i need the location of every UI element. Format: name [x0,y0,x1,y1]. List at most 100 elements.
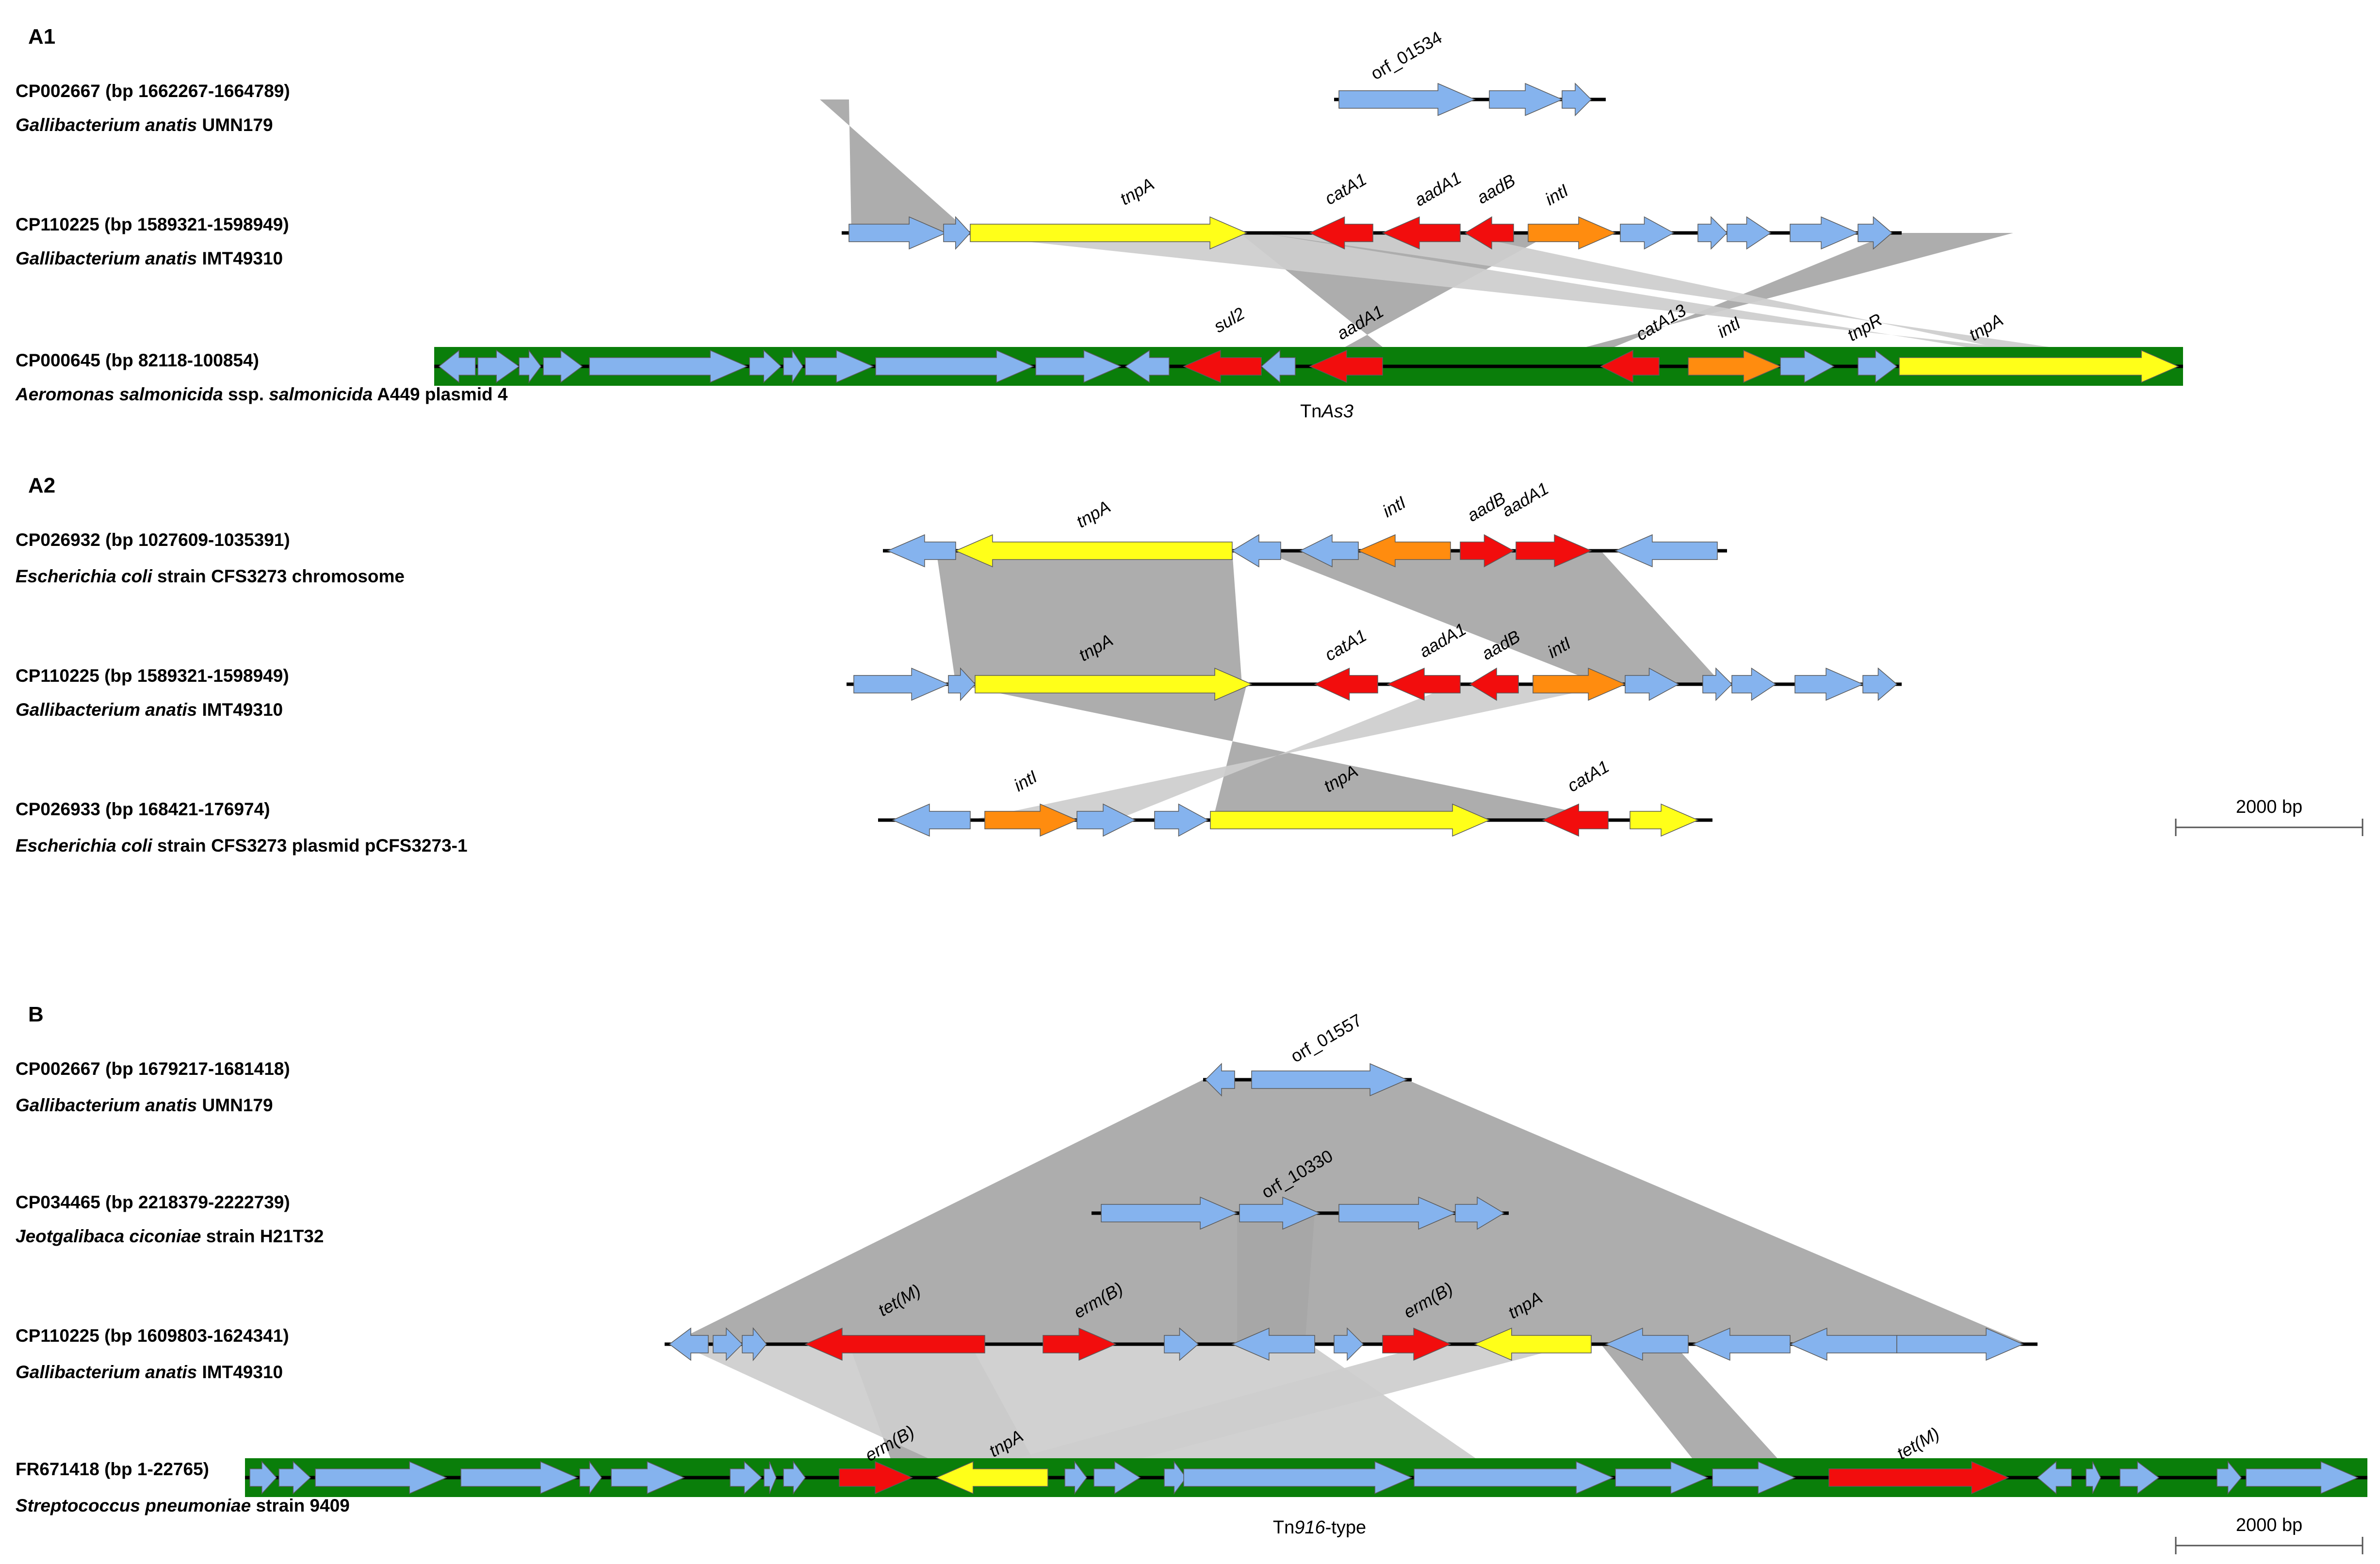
gene-arrow [1688,349,1781,383]
gene-arrow [984,803,1078,837]
gene-arrow [804,1327,985,1361]
panel-label-a2: A2 [28,474,55,497]
gene-arrow [1414,1461,1614,1495]
track-organism: Streptococcus pneumoniae strain 9409 [16,1496,350,1515]
gene-label: orf_01534 [1367,27,1445,84]
gene-arrow [1625,667,1679,701]
track-a1-1 [1334,82,1606,116]
gene-arrow [730,1461,763,1495]
gene-arrow [970,216,1248,250]
transposon-label: Tn916-type [1273,1517,1366,1538]
track-accession: CP110225 (bp 1609803-1624341) [16,1326,289,1346]
gene-label: aadA1 [1416,619,1469,661]
panel-label-b: B [28,1003,44,1026]
organism-part: Gallibacterium anatis [16,248,197,268]
gene-arrow [955,534,1233,568]
organism-part: IMT49310 [197,248,283,268]
gene-arrow [1516,534,1592,568]
gene-arrow [1043,1327,1117,1361]
gene-arrow [749,349,782,383]
gene-arrow [1727,216,1772,250]
gene-arrow [1076,803,1136,837]
gene-arrow [1455,1196,1505,1230]
gene-arrow [438,349,476,383]
gene-arrow [589,349,748,383]
gene-arrow [1731,667,1777,701]
scale-bar: 2000 bp [2175,1515,2364,1554]
track-accession: CP002667 (bp 1662267-1664789) [16,81,290,101]
track-organism: Gallibacterium anatis UMN179 [16,1095,273,1115]
organism-part: Aeromonas salmonicida [15,384,223,404]
gene-label: tnpR [1844,309,1886,345]
transposon-label-part: 916 [1294,1517,1325,1538]
transposon-label-part: Tn [1273,1517,1294,1538]
track-organism: Gallibacterium anatis IMT49310 [16,248,283,268]
track-b-3 [665,1327,2038,1362]
gene-arrow [668,1327,709,1361]
organism-part: Gallibacterium anatis [16,1362,197,1382]
gene-arrow [783,349,803,384]
gene-arrow [1183,1461,1413,1495]
homology-link [970,684,1615,820]
gene-label: catA1 [1564,756,1613,796]
track-organism: Gallibacterium anatis UMN179 [16,115,273,135]
gene-label: catA1 [1321,625,1370,665]
gene-arrow [935,1461,1048,1495]
homology-link [1601,1344,1795,1478]
gene-arrow [1620,216,1675,250]
track-accession: CP026932 (bp 1027609-1035391) [16,530,290,550]
track-accession: CP000645 (bp 82118-100854) [16,350,259,370]
gene-arrow [579,1460,602,1495]
organism-part: strain 9409 [251,1496,350,1515]
track-organism: Jeotgalibaca ciconiae strain H21T32 [16,1226,324,1246]
gene-arrow [1780,349,1835,383]
gene-arrow [1562,82,1592,116]
gene-arrow [1605,1327,1689,1361]
gene-arrow [839,1461,913,1495]
gene-arrow [1474,1327,1592,1361]
track-organism: Escherichia coli strain CFS3273 plasmid … [16,836,468,856]
gene-arrow [742,1327,767,1362]
gene-arrow [1460,534,1515,568]
gene-arrow [1309,216,1373,250]
scale-bar-label: 2000 bp [2236,797,2302,817]
gene-label: sul2 [1210,303,1248,337]
track-organism: Gallibacterium anatis IMT49310 [16,700,283,720]
gene-arrow [892,803,971,837]
organism-part: Gallibacterium anatis [16,115,197,135]
track-accession: CP026933 (bp 168421-176974) [16,799,270,819]
gene-arrow [1469,667,1519,701]
homology-link [1261,233,2183,366]
gene-arrow [1828,1461,2009,1495]
gene-arrow [1183,349,1262,383]
organism-part: Gallibacterium anatis [16,700,197,720]
gene-arrow [764,1461,777,1494]
gene-arrow [1697,216,1728,250]
scale-bars: 2000 bp 2000 bp [2175,797,2364,1554]
transposon-label-part: Tn [1300,401,1321,422]
gene-arrow [1231,534,1281,568]
gene-arrow [1231,1327,1315,1361]
track-a2-3 [878,803,1712,837]
track-b-2 [1092,1196,1509,1230]
gene-arrow [975,667,1253,701]
homology-links [669,99,2183,1478]
panel-label-a1: A1 [28,25,55,49]
gene-arrow [2037,1461,2072,1495]
gene-arrow [1064,1460,1087,1495]
gene-arrow [1251,1063,1408,1097]
track-b-4 [245,1458,2367,1497]
scale-bar-label: 2000 bp [2236,1515,2302,1535]
gene-label: intI [1542,180,1572,209]
track-a1-3 [434,347,2183,386]
gene-arrow [1239,1196,1320,1230]
gene-arrow [1489,82,1563,116]
track-organism: Aeromonas salmonicida ssp. salmonicida A… [15,384,508,404]
track-accession: CP002667 (bp 1679217-1681418) [16,1059,290,1079]
gene-arrow [1896,1327,2024,1361]
gene-arrow [1615,1461,1709,1495]
gene-arrow [943,216,971,250]
transposon-label-part: -type [1325,1517,1366,1538]
